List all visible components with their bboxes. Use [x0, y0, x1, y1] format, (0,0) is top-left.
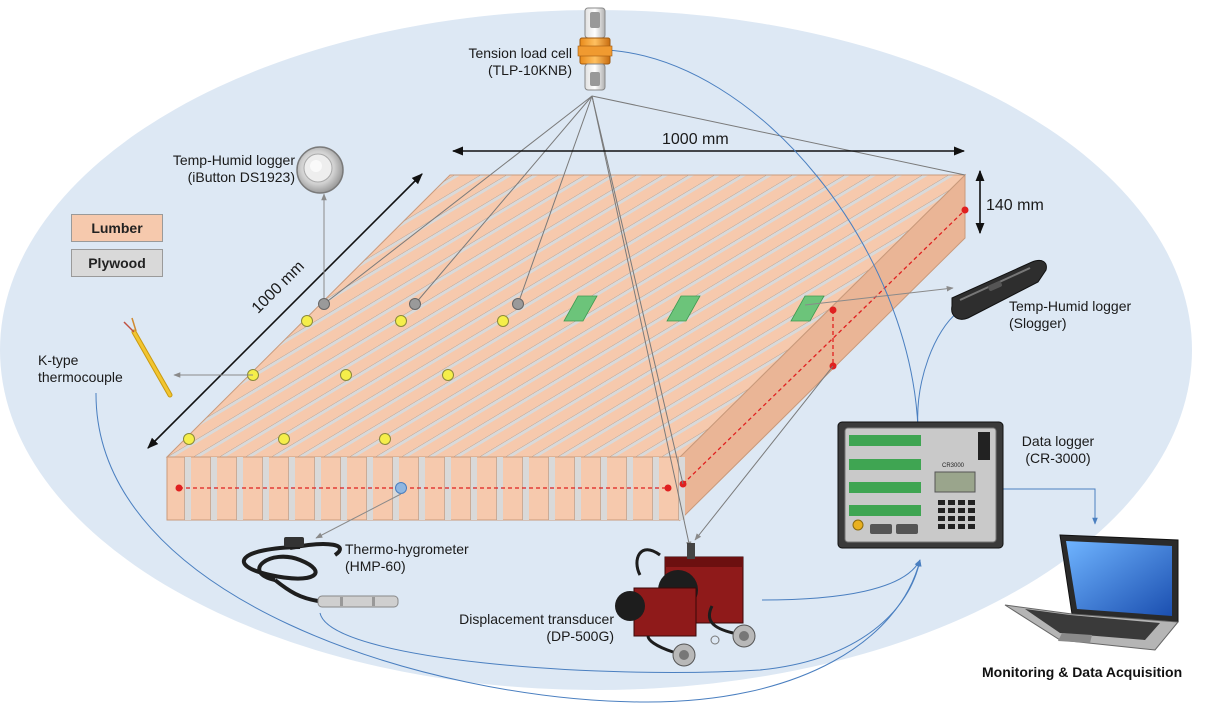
label-slogger-model: (Slogger): [1009, 315, 1067, 331]
load-cell-wires: [323, 95, 966, 549]
label-slogger: Temp-Humid logger (Slogger): [1009, 298, 1131, 332]
label-load-cell-name: Tension load cell: [468, 45, 572, 61]
plywood-strip: [237, 457, 243, 520]
plywood-strip: [601, 457, 607, 520]
label-thermocouple-name: thermocouple: [38, 369, 123, 385]
datalogger-image: CR3000: [837, 421, 1004, 549]
plywood-strip: [497, 457, 503, 520]
ibutton-image: [296, 146, 344, 194]
label-transducer-model: (DP-500G): [546, 628, 614, 644]
strain-gauges: [563, 295, 825, 322]
label-transducer-name: Displacement transducer: [459, 611, 614, 627]
label-transducer: Displacement transducer (DP-500G): [432, 611, 614, 645]
hygrometer-point: [395, 482, 407, 494]
load-cell-image: [577, 7, 613, 91]
dimension-top-width: 1000 mm: [662, 131, 729, 148]
label-hygrometer-model: (HMP-60): [345, 558, 406, 574]
label-hygrometer-name: Thermo-hygrometer: [345, 541, 469, 557]
laptop-image: [1004, 534, 1179, 651]
legend-lumber: Lumber: [71, 214, 163, 242]
label-thermocouple: K-type thermocouple: [38, 352, 123, 386]
slogger-image: [951, 259, 1047, 320]
pointer-arrows: [173, 193, 954, 539]
label-load-cell-model: (TLP-10KNB): [487, 62, 572, 78]
label-slogger-name: Temp-Humid logger: [1009, 298, 1132, 314]
label-datalogger: Data logger (CR-3000): [1008, 433, 1108, 467]
transducer-image: [615, 543, 756, 667]
label-datalogger-name: Data logger: [1021, 433, 1095, 449]
plywood-strip: [315, 457, 321, 520]
label-hygrometer: Thermo-hygrometer (HMP-60): [345, 541, 469, 575]
legend-plywood: Plywood: [71, 249, 163, 277]
dimension-arrows: [147, 146, 985, 449]
label-datalogger-model: (CR-3000): [1025, 450, 1091, 466]
dimension-thickness: 140 mm: [986, 197, 1044, 214]
label-load-cell: Tension load cell (TLP-10KNB): [440, 45, 572, 79]
data-cables: [95, 49, 1098, 703]
plywood-strip: [419, 457, 425, 520]
thermocouple-image: [123, 317, 173, 398]
label-ibutton: Temp-Humid logger (iButton DS1923): [155, 152, 295, 186]
label-ibutton-name: Temp-Humid logger: [172, 152, 295, 168]
datalogger-brand-text: CR3000: [942, 463, 965, 469]
label-ibutton-model: (iButton DS1923): [187, 169, 295, 185]
plywood-strip: [679, 457, 685, 520]
hygrometer-image: [241, 537, 399, 608]
label-thermocouple-type: K-type: [38, 352, 79, 368]
monitoring-title: Monitoring & Data Acquisition: [982, 664, 1183, 680]
